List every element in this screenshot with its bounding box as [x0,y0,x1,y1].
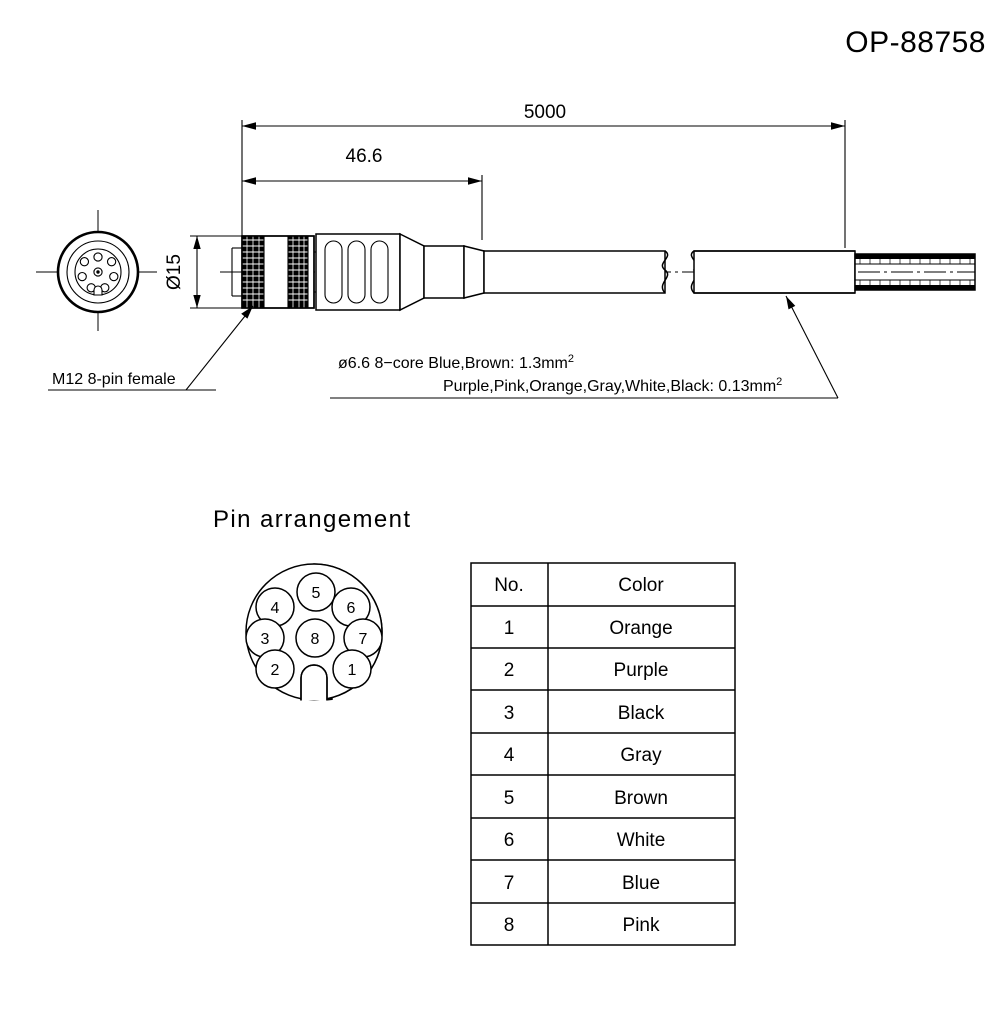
annotation-connector: M12 8-pin female [48,305,254,391]
annotation-cable-line1-text: ø6.6 8−core Blue,Brown: 1.3mm [338,355,568,372]
table-cell-color: Pink [623,915,660,936]
pin-7-label: 7 [359,631,368,648]
pin-5: 5 [296,572,336,612]
pin-7: 7 [343,618,383,658]
pin-3-label: 3 [261,631,270,648]
table-cell-no: 3 [504,703,515,724]
pin-circles: 5 4 6 3 8 7 2 [245,572,383,689]
pin-arrangement-diagram: 5 4 6 3 8 7 2 [245,563,383,701]
annotation-cable-line1-superscript: 2 [568,353,574,365]
table-cell-color: Orange [609,618,672,639]
cable-stripped-end [854,253,976,291]
table-cell-no: 8 [504,915,515,936]
table-cell-no: 5 [504,788,515,809]
annotation-cable-line2-text: Purple,Pink,Orange,Gray,White,Black: 0.1… [443,378,776,395]
dimension-overall-length: 5000 [241,102,846,248]
table-cell-color: Black [618,703,665,724]
pin-1: 1 [332,649,372,689]
annotation-cable-line2: Purple,Pink,Orange,Gray,White,Black: 0.1… [443,376,782,395]
table-cell-color: Brown [614,788,668,809]
pin-6: 6 [331,587,371,627]
table-row: 8 Pink [504,915,660,936]
table-row: 4 Gray [504,745,662,766]
table-cell-no: 6 [504,830,515,851]
annotation-cable-line2-superscript: 2 [776,376,782,388]
dimension-connector-diameter: Ø15 [164,235,246,309]
annotation-cable-line1: ø6.6 8−core Blue,Brown: 1.3mm2 [338,353,574,372]
pin-6-label: 6 [347,600,356,617]
dimension-connector-diameter-label: Ø15 [164,254,185,290]
pin-arrangement-heading: Pin arrangement [213,506,411,533]
pin-2: 2 [255,649,295,689]
dimension-overall-length-label: 5000 [524,102,566,123]
table-cell-no: 4 [504,745,515,766]
table-cell-color: Gray [620,745,662,766]
face-view-pin-holes [77,252,119,293]
pin-5-label: 5 [312,585,321,602]
connector-face-view [36,210,160,334]
table-row: 6 White [504,830,666,851]
table-cell-color: Blue [622,873,660,894]
annotation-cable: ø6.6 8−core Blue,Brown: 1.3mm2 Purple,Pi… [330,295,839,399]
table-row: 3 Black [504,703,665,724]
svg-text:ø6.6 8−core Blue,Brown: 1.3mm2: ø6.6 8−core Blue,Brown: 1.3mm2 [338,353,574,372]
pin-2-label: 2 [271,662,280,679]
color-table: No. Color 1 Orange 2 Purple 3 Black 4 Gr… [470,562,736,946]
annotation-connector-label: M12 8-pin female [52,371,176,388]
svg-text:Purple,Pink,Orange,Gray,White,: Purple,Pink,Orange,Gray,White,Black: 0.1… [443,376,782,395]
color-table-header-color: Color [618,575,664,596]
table-cell-no: 7 [504,873,515,894]
table-cell-no: 2 [504,660,515,681]
pin-4-label: 4 [271,600,280,617]
dimension-connector-length-label: 46.6 [346,146,383,167]
page-title: OP-88758 [845,26,986,59]
table-row: 1 Orange [504,618,673,639]
table-cell-color: Purple [614,660,669,681]
table-row: 5 Brown [504,788,668,809]
pin-8: 8 [295,618,335,658]
table-cell-no: 1 [504,618,515,639]
color-table-header-no: No. [494,575,524,596]
pin-1-label: 1 [348,662,357,679]
table-cell-color: White [617,830,666,851]
dimension-connector-length: 46.6 [242,146,483,240]
connector-side-view [220,232,976,312]
table-row: 7 Blue [504,873,660,894]
pin-8-label: 8 [311,631,320,648]
table-row: 2 Purple [504,660,669,681]
coupling-nut-knurl [242,236,308,308]
